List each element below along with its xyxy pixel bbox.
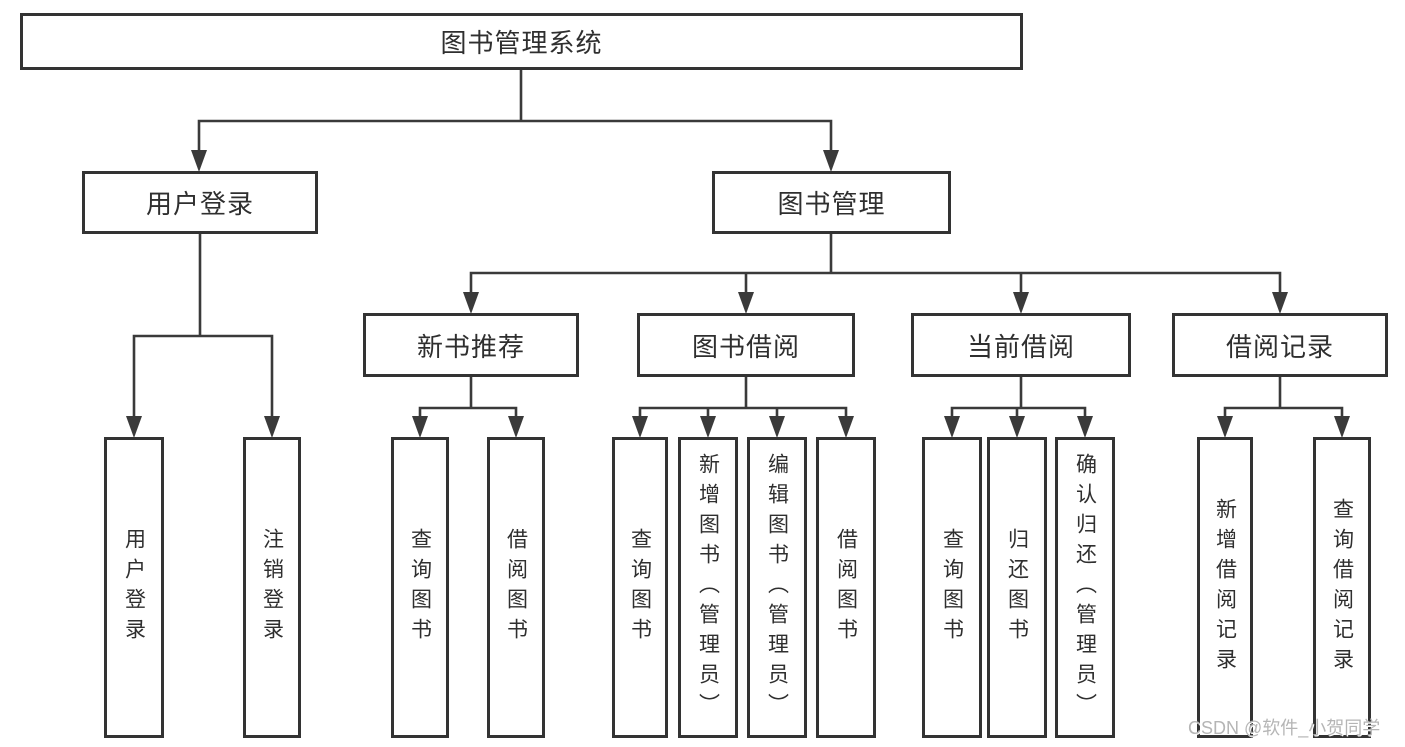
leaf-borrow-books-borrowing: 借阅图书 bbox=[816, 437, 876, 738]
leaf-query-borrow-record: 查询借阅记录 bbox=[1313, 437, 1371, 738]
leaf-user-login-label: 用户登录 bbox=[122, 527, 146, 648]
leaf-return-books: 归还图书 bbox=[987, 437, 1047, 738]
node-user-login-label: 用户登录 bbox=[145, 189, 254, 219]
leaf-user-login: 用户登录 bbox=[104, 437, 164, 738]
node-new-book-recommend: 新书推荐 bbox=[363, 313, 579, 377]
leaf-borrow-books-recommend-label: 借阅图书 bbox=[504, 527, 528, 648]
node-current-borrowing-label: 当前借阅 bbox=[966, 331, 1075, 362]
leaf-edit-books-admin: 编辑图书（管理员） bbox=[747, 437, 807, 738]
arrowheads bbox=[126, 150, 1350, 438]
leaf-logout-login-label: 注销登录 bbox=[260, 527, 284, 648]
node-book-borrowing: 图书借阅 bbox=[637, 313, 855, 377]
node-book-borrowing-label: 图书借阅 bbox=[691, 331, 800, 362]
leaf-query-books-recommend: 查询图书 bbox=[391, 437, 449, 738]
leaf-query-books-borrowing-label: 查询图书 bbox=[628, 527, 652, 648]
leaf-borrow-books-recommend: 借阅图书 bbox=[487, 437, 545, 738]
node-new-book-recommend-label: 新书推荐 bbox=[416, 331, 525, 362]
leaf-add-books-admin-label: 新增图书（管理员） bbox=[696, 452, 720, 723]
node-book-management: 图书管理 bbox=[712, 171, 951, 234]
node-book-management-label: 图书管理 bbox=[777, 189, 886, 219]
leaf-logout-login: 注销登录 bbox=[243, 437, 301, 738]
node-current-borrowing: 当前借阅 bbox=[911, 313, 1131, 377]
leaf-query-borrow-record-label: 查询借阅记录 bbox=[1330, 497, 1354, 678]
node-borrow-records-label: 借阅记录 bbox=[1225, 331, 1334, 362]
leaf-edit-books-admin-label: 编辑图书（管理员） bbox=[765, 452, 789, 723]
node-library-system: 图书管理系统 bbox=[20, 13, 1023, 70]
leaf-query-books-current-label: 查询图书 bbox=[940, 527, 964, 648]
leaf-query-books-borrowing: 查询图书 bbox=[612, 437, 668, 738]
leaf-confirm-return-admin-label: 确认归还（管理员） bbox=[1073, 452, 1097, 723]
csdn-watermark: CSDN @软件_小贺同学 bbox=[1188, 718, 1381, 738]
leaf-query-books-current: 查询图书 bbox=[922, 437, 982, 738]
node-borrow-records: 借阅记录 bbox=[1172, 313, 1388, 377]
leaf-add-books-admin: 新增图书（管理员） bbox=[678, 437, 738, 738]
leaf-return-books-label: 归还图书 bbox=[1005, 527, 1029, 648]
node-library-system-label: 图书管理系统 bbox=[440, 28, 603, 58]
leaf-borrow-books-borrowing-label: 借阅图书 bbox=[834, 527, 858, 648]
leaf-add-borrow-record: 新增借阅记录 bbox=[1197, 437, 1253, 738]
node-user-login: 用户登录 bbox=[82, 171, 318, 234]
leaf-confirm-return-admin: 确认归还（管理员） bbox=[1055, 437, 1115, 738]
leaf-query-books-recommend-label: 查询图书 bbox=[408, 527, 432, 648]
leaf-add-borrow-record-label: 新增借阅记录 bbox=[1213, 497, 1237, 678]
